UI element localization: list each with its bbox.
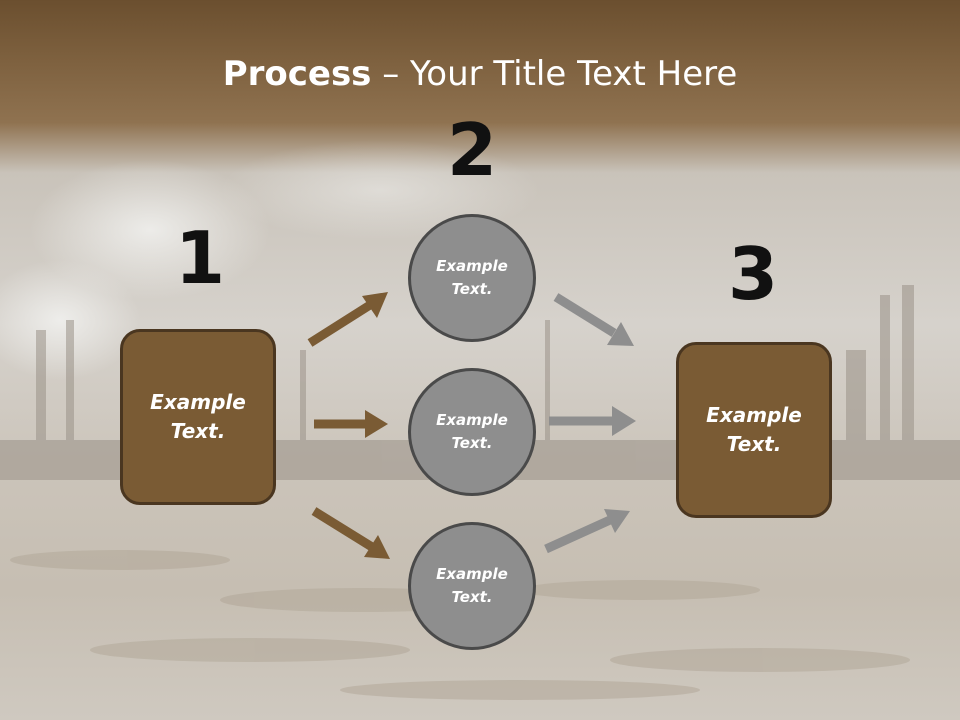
circle-bottom-line1: Example: [436, 565, 508, 583]
step-1-text-line2: Text.: [170, 419, 226, 443]
step-1-box: Example Text.: [120, 329, 276, 505]
title-bold: Process: [222, 54, 372, 94]
arrow-gray-right: [549, 406, 636, 436]
circle-bottom-line2: Text.: [451, 588, 493, 606]
step-number-1: 1: [174, 216, 226, 300]
arrow-brown-right: [314, 410, 388, 438]
arrow-brown-down: [311, 507, 390, 559]
circle-top: Example Text.: [408, 214, 536, 342]
circle-middle: Example Text.: [408, 368, 536, 496]
slide-title: Process – Your Title Text Here: [0, 52, 960, 96]
circle-middle-line1: Example: [436, 411, 508, 429]
step-3-text-line1: Example: [706, 403, 802, 427]
step-1-text-line1: Example: [150, 390, 246, 414]
title-rest: – Your Title Text Here: [371, 54, 738, 94]
circle-middle-line2: Text.: [451, 434, 493, 452]
step-number-3: 3: [727, 232, 779, 316]
step-3-text-line2: Text.: [726, 432, 782, 456]
arrow-gray-down: [553, 293, 634, 346]
arrow-brown-up: [307, 292, 388, 347]
circle-top-line2: Text.: [451, 280, 493, 298]
step-3-box: Example Text.: [676, 342, 832, 518]
step-number-2: 2: [446, 108, 498, 192]
arrow-gray-up: [544, 509, 630, 554]
circle-bottom: Example Text.: [408, 522, 536, 650]
circle-top-line1: Example: [436, 257, 508, 275]
